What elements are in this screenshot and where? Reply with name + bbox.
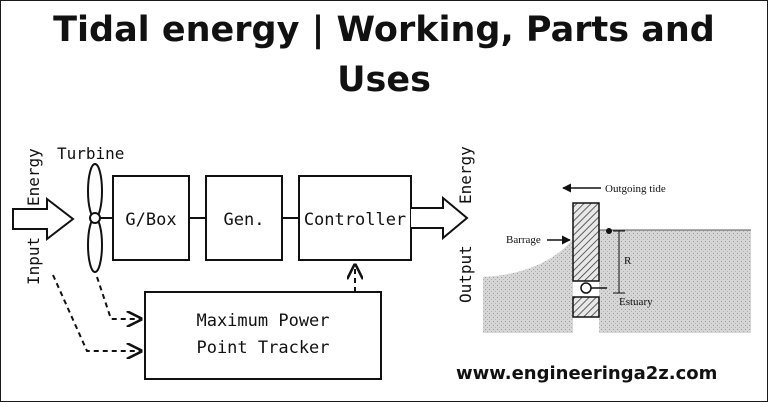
- title-line-1: Tidal energy | Working, Parts and: [53, 10, 715, 50]
- input-energy-label: Energy: [24, 148, 43, 206]
- gearbox-block: [112, 175, 190, 261]
- turbine-to-mppt-signal: [96, 276, 141, 319]
- sea-water: [483, 239, 573, 333]
- turbine-icon: [87, 163, 113, 273]
- input-to-mppt-signal: [52, 274, 141, 351]
- outgoing-tide-label: Outgoing tide: [605, 183, 666, 195]
- tidal-barrage-diagram: Outgoing tide Barrage R Estuary: [483, 183, 751, 333]
- range-r-label: R: [624, 255, 632, 267]
- mppt-label-line-1: Maximum Power: [196, 311, 329, 331]
- input-arrow: [12, 196, 75, 242]
- page-title: Tidal energy | Working, Parts and Uses: [1, 5, 767, 105]
- controller-label: Controller: [304, 210, 406, 230]
- turbine-label: Turbine: [57, 144, 124, 163]
- generator-label: Gen.: [224, 210, 265, 230]
- mppt-block: [144, 291, 382, 380]
- estuary-water: [599, 230, 751, 333]
- generator-block: [205, 175, 283, 261]
- website-url: www.engineeringa2z.com: [456, 363, 718, 384]
- output-arrow: [411, 195, 469, 241]
- mppt-label-line-2: Point Tracker: [196, 338, 329, 358]
- controller-block: [298, 175, 412, 261]
- output-energy-label: Energy: [456, 146, 475, 204]
- title-line-2: Uses: [337, 60, 431, 100]
- block-diagram: Input Energy Turbine G/Box Gen.: [12, 144, 475, 380]
- barrage-label: Barrage: [506, 234, 541, 246]
- output-label: Output: [456, 245, 475, 303]
- estuary-label: Estuary: [619, 296, 653, 308]
- gearbox-label: G/Box: [125, 210, 176, 230]
- barrage-upper: [572, 202, 600, 282]
- barrage-lower: [572, 296, 600, 318]
- input-label: Input: [24, 237, 43, 285]
